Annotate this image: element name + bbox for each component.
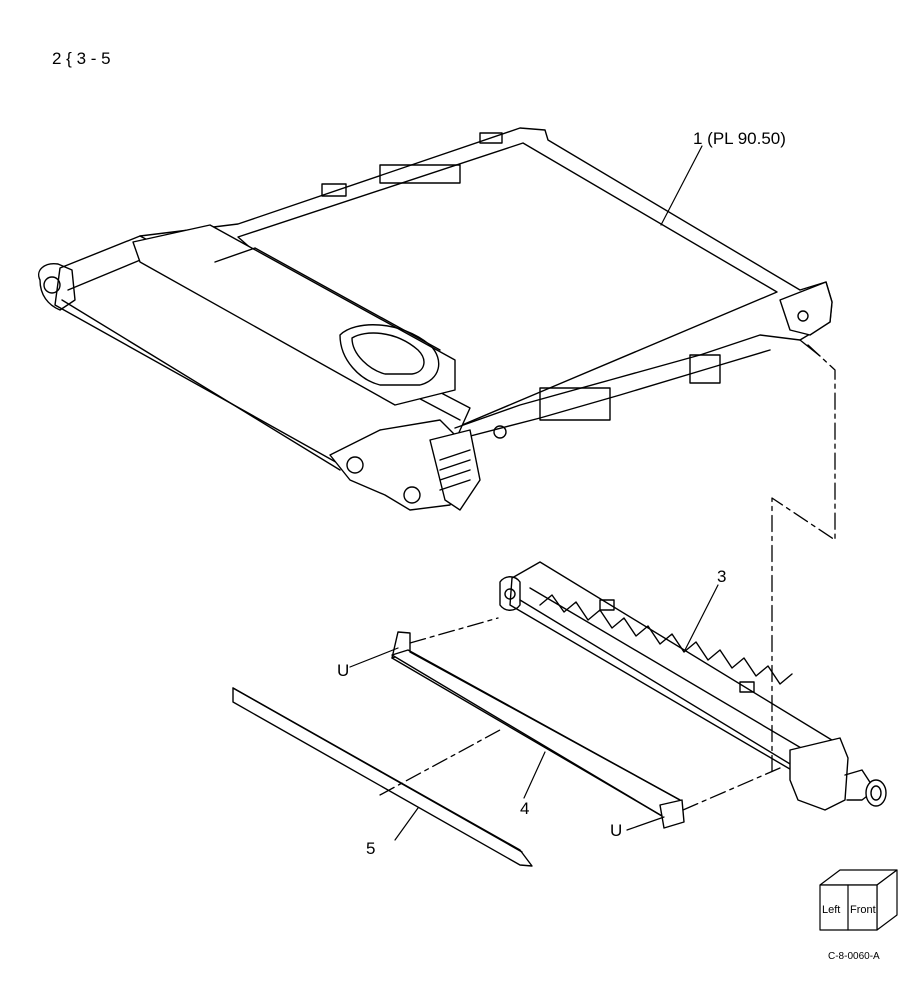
callout-1: 1 (PL 90.50) (693, 129, 786, 148)
leader-lines (349, 145, 719, 841)
figure-code: C-8-0060-A (828, 951, 880, 962)
seal-strip (232, 687, 533, 867)
cleaning-blade (391, 631, 685, 829)
callout-u-lower: U (610, 821, 623, 840)
belt-cleaner-assembly (499, 561, 887, 811)
callout-3: 3 (717, 567, 727, 586)
callout-u-upper: U (337, 661, 350, 680)
transfer-belt-unit (38, 127, 833, 511)
alignment-lines (379, 344, 836, 811)
cube-front-label: Front (850, 904, 876, 916)
callout-4: 4 (520, 799, 530, 818)
step-range: 2 { 3 - 5 (52, 49, 111, 68)
orientation-cube (819, 869, 898, 931)
callout-5: 5 (366, 839, 376, 858)
cube-left-label: Left (822, 904, 840, 916)
